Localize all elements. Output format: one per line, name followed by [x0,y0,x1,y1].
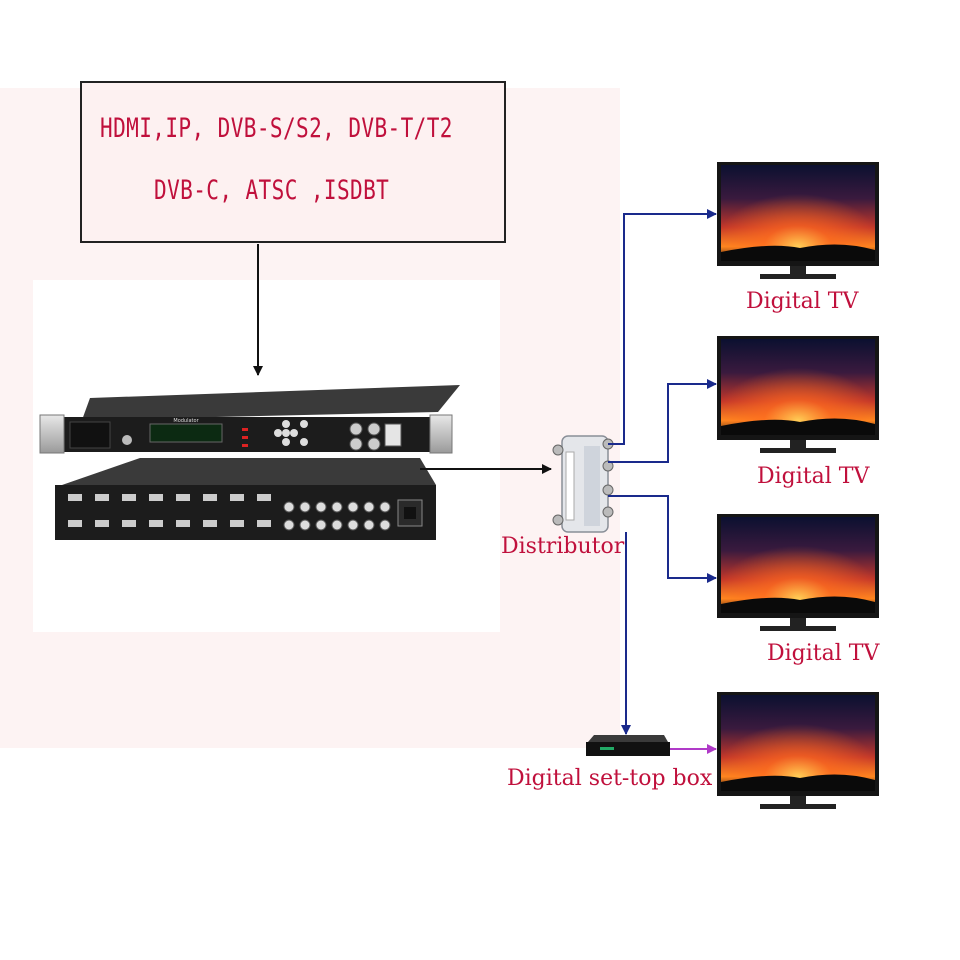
tv3-label: Digital TV [767,641,879,666]
modulator-panel-name: Modulator [173,418,199,424]
modulator-rear-panel [55,458,436,540]
distributor-label: Distributor [501,534,624,559]
set-top-box-device [586,735,670,756]
tv1-label: Digital TV [746,289,858,314]
distributor-to-tv1-arrow [608,214,716,444]
tv-4 [717,692,879,809]
distributor-device [553,436,613,532]
tv-2 [717,336,879,453]
set-top-box-label: Digital set-top box [507,766,712,791]
tv-1 [717,162,879,279]
modulator-device: Modulator [40,385,460,453]
tv-3 [717,514,879,631]
tv2-label: Digital TV [757,464,869,489]
